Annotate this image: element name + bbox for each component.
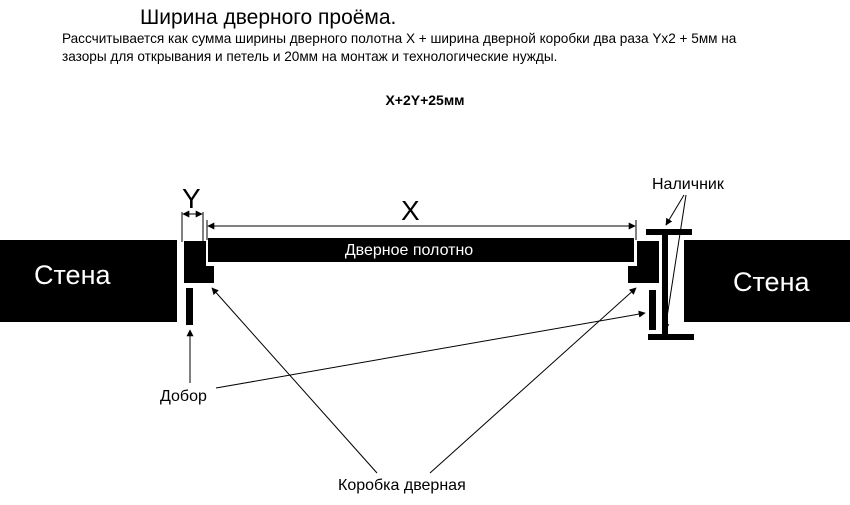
door-leaf — [208, 238, 634, 262]
frame-leader-left — [211, 287, 378, 474]
frame-label: Коробка дверная — [338, 477, 466, 494]
casing-label: Наличник — [652, 176, 725, 193]
wall-right-label: Стена — [733, 267, 810, 297]
door-frame-left — [184, 241, 214, 283]
description-text: Рассчитывается как сумма ширины дверного… — [62, 31, 737, 64]
door-frame-right — [628, 241, 659, 283]
extension-leader-right — [215, 310, 646, 389]
dim-y-label: Y — [182, 183, 201, 214]
casing-bottom — [648, 334, 694, 340]
door-extension-right — [649, 290, 656, 330]
wall-left-label: Стена — [34, 260, 111, 290]
door-leaf-label: Дверное полотно — [345, 242, 473, 259]
dim-x-label: X — [401, 195, 420, 226]
page-title: Ширина дверного проёма. — [140, 6, 397, 29]
casing-leader-bottom — [662, 194, 687, 331]
wall-right — [684, 240, 850, 322]
wall-left — [0, 240, 177, 322]
extension-label: Добор — [160, 388, 207, 405]
casing-vertical — [662, 232, 668, 336]
door-extension-left — [186, 288, 193, 325]
frame-leader-right — [429, 287, 637, 474]
casing-leader-top — [665, 194, 685, 226]
formula-text: X+2Y+25мм — [385, 92, 465, 108]
casing-top — [646, 229, 692, 235]
